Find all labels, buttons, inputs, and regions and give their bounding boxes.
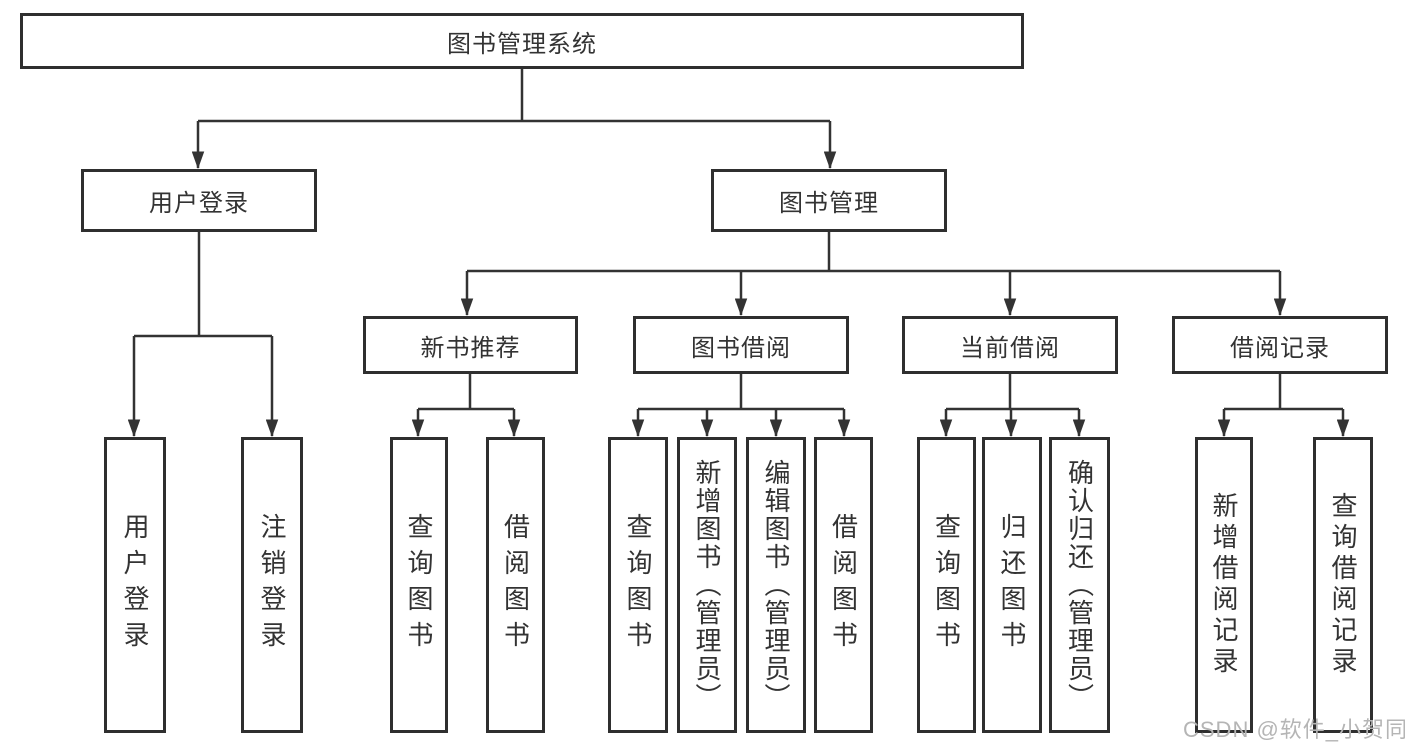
leaf-add-books-admin: 新增图书（管理员） bbox=[677, 437, 737, 733]
node-book-borrowing-label: 图书借阅 bbox=[691, 334, 791, 362]
leaf-recommend-query-books: 查询图书 bbox=[390, 437, 448, 733]
leaf-edit-books-admin: 编辑图书（管理员） bbox=[746, 437, 806, 733]
leaf-confirm-return-admin-label: 确认归还（管理员） bbox=[1064, 459, 1095, 711]
leaf-query-borrow-record-label: 查询借阅记录 bbox=[1328, 492, 1358, 678]
leaf-borrowing-borrow-books: 借阅图书 bbox=[814, 437, 873, 733]
node-book-borrowing: 图书借阅 bbox=[633, 316, 849, 374]
node-borrowing-records-label: 借阅记录 bbox=[1230, 334, 1330, 362]
leaf-edit-books-admin-label: 编辑图书（管理员） bbox=[761, 459, 791, 711]
leaf-current-query-books-label: 查询图书 bbox=[931, 513, 962, 657]
leaf-query-borrow-record: 查询借阅记录 bbox=[1313, 437, 1373, 733]
node-new-book-recommend-label: 新书推荐 bbox=[420, 334, 521, 362]
watermark: CSDN @软件_小贺同学 bbox=[1183, 717, 1405, 742]
node-book-management: 图书管理 bbox=[711, 169, 947, 232]
node-root-label: 图书管理系统 bbox=[447, 30, 597, 58]
leaf-add-borrow-record: 新增借阅记录 bbox=[1195, 437, 1253, 733]
leaf-logout-label: 注销登录 bbox=[257, 513, 287, 657]
leaf-return-books-label: 归还图书 bbox=[997, 513, 1027, 657]
leaf-add-borrow-record-label: 新增借阅记录 bbox=[1209, 492, 1239, 678]
node-current-borrowing: 当前借阅 bbox=[902, 316, 1118, 374]
leaf-user-login: 用户登录 bbox=[104, 437, 166, 733]
leaf-recommend-borrow-books-label: 借阅图书 bbox=[500, 513, 531, 657]
node-book-management-label: 图书管理 bbox=[779, 190, 879, 217]
leaf-borrowing-query-books-label: 查询图书 bbox=[623, 513, 653, 657]
node-borrowing-records: 借阅记录 bbox=[1172, 316, 1388, 374]
leaf-add-books-admin-label: 新增图书（管理员） bbox=[692, 459, 722, 711]
leaf-confirm-return-admin: 确认归还（管理员） bbox=[1049, 437, 1110, 733]
leaf-user-login-label: 用户登录 bbox=[120, 513, 150, 657]
leaf-logout: 注销登录 bbox=[241, 437, 303, 733]
node-current-borrowing-label: 当前借阅 bbox=[960, 334, 1060, 362]
leaf-current-query-books: 查询图书 bbox=[917, 437, 976, 733]
leaf-return-books: 归还图书 bbox=[982, 437, 1042, 733]
leaf-recommend-query-books-label: 查询图书 bbox=[404, 513, 434, 657]
node-user-login: 用户登录 bbox=[81, 169, 317, 232]
node-new-book-recommend: 新书推荐 bbox=[363, 316, 578, 374]
leaf-borrowing-query-books: 查询图书 bbox=[608, 437, 668, 733]
leaf-recommend-borrow-books: 借阅图书 bbox=[486, 437, 545, 733]
node-root-library-system: 图书管理系统 bbox=[20, 13, 1024, 69]
node-user-login-label: 用户登录 bbox=[149, 190, 249, 217]
leaf-borrowing-borrow-books-label: 借阅图书 bbox=[828, 513, 859, 657]
